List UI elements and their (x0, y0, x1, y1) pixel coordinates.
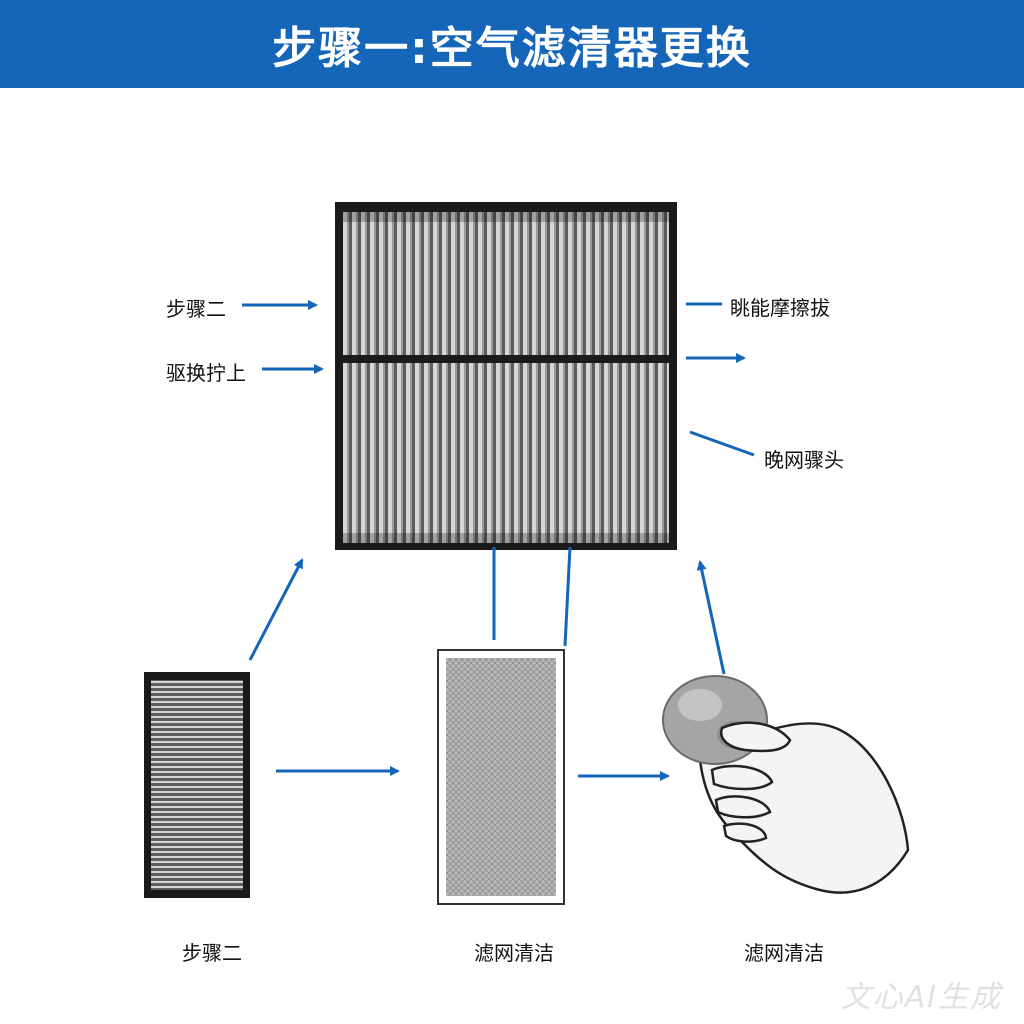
hand-with-sponge (662, 675, 910, 894)
main-air-filter (335, 202, 677, 550)
left-label-top: 步骤二 (166, 297, 226, 321)
page-title: 步骤一:空气滤清器更换 (272, 23, 752, 74)
right-label-top: 眺能摩擦拔 (730, 296, 830, 320)
right-label-bottom: 晚网骤头 (764, 448, 844, 472)
arrow-up-right (696, 560, 726, 675)
caption-left: 步骤二 (182, 941, 242, 965)
caption-right: 滤网清洁 (744, 941, 824, 965)
header-banner: 步骤一:空气滤清器更换 (0, 0, 1024, 88)
caption-middle: 滤网清洁 (474, 941, 554, 965)
arrow-up-left (248, 558, 304, 661)
small-pleated-filter (144, 672, 250, 898)
arrow-right-bottom (689, 430, 755, 457)
mesh-filter-panel (437, 649, 565, 905)
left-label-bottom: 驱换拧上 (166, 361, 246, 385)
watermark: 文心AI生成 (840, 980, 1002, 1015)
arrow-up-middle-b (563, 546, 572, 647)
arrows (242, 300, 755, 781)
